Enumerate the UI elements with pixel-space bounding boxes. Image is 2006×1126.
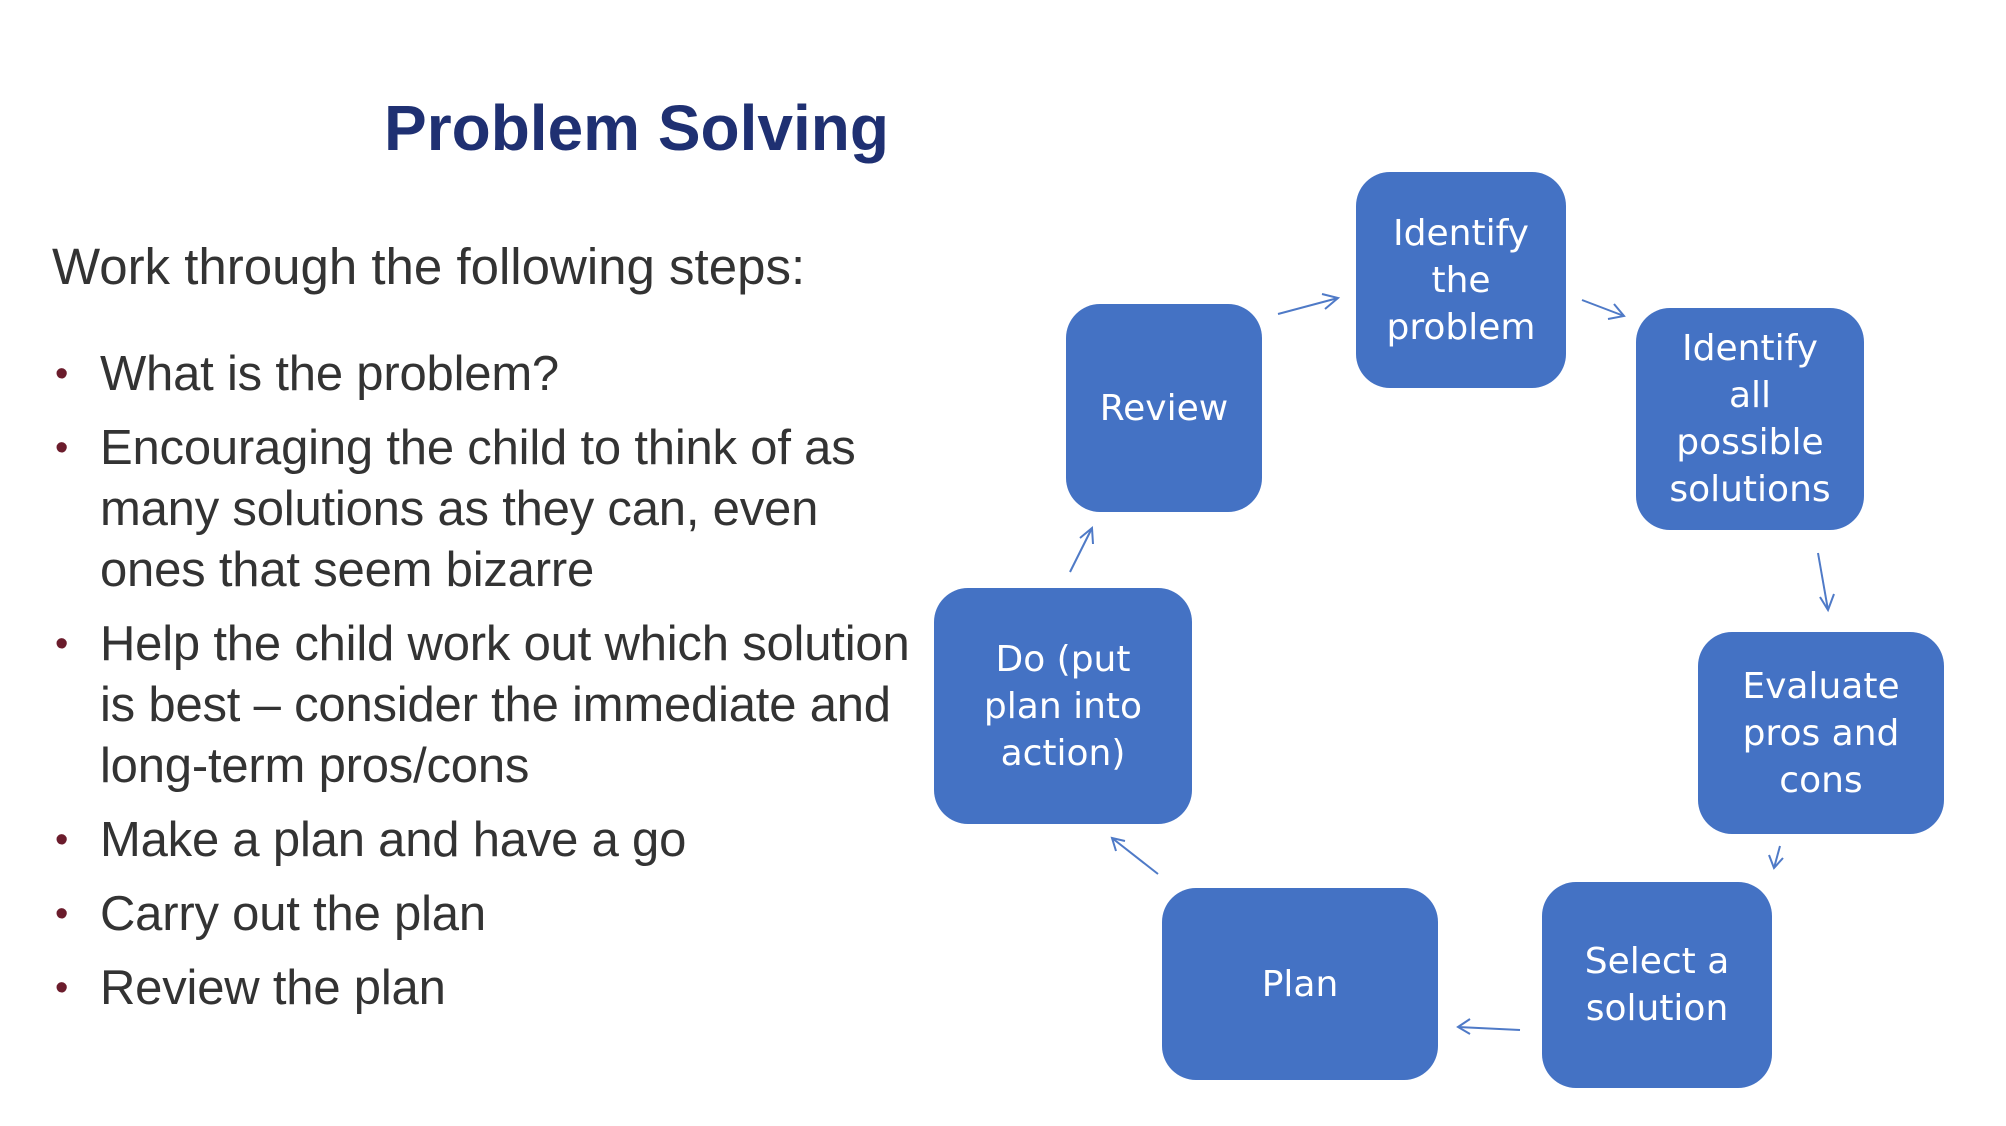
node-review: Review xyxy=(1066,304,1262,512)
node-identify-the-problem: Identify the problem xyxy=(1356,172,1566,388)
arrow-identify-solutions-to-evaluate xyxy=(1817,552,1835,613)
bullet-icon: • xyxy=(55,623,69,665)
bullet-icon: • xyxy=(55,967,69,1009)
step-text: Make a plan and have a go xyxy=(100,813,687,867)
node-evaluate-pros-and-cons: Evaluate pros and cons xyxy=(1698,632,1944,834)
steps-list-item: • Encouraging the child to think of as m… xyxy=(52,418,932,601)
step-text: Help the child work out which solution i… xyxy=(100,617,910,793)
bullet-icon: • xyxy=(55,893,69,935)
step-text: What is the problem? xyxy=(100,347,559,401)
step-text: Encouraging the child to think of as man… xyxy=(100,421,856,597)
arrow-select-to-plan xyxy=(1456,1018,1521,1035)
steps-list-item: • Help the child work out which solution… xyxy=(52,614,932,797)
steps-list: • What is the problem? • Encouraging the… xyxy=(52,344,932,1032)
step-text: Review the plan xyxy=(100,961,446,1015)
arrow-evaluate-to-select xyxy=(1768,845,1784,870)
bullet-icon: • xyxy=(55,427,69,469)
node-do-put-plan-into-action: Do (put plan into action) xyxy=(934,588,1192,824)
bullet-icon: • xyxy=(55,819,69,861)
arrow-plan-to-do xyxy=(1110,836,1159,875)
steps-list-item: • Carry out the plan xyxy=(52,884,932,945)
arrow-review-to-identify-problem xyxy=(1277,293,1341,315)
node-select-a-solution: Select a solution xyxy=(1542,882,1772,1088)
steps-list-item: • What is the problem? xyxy=(52,344,932,405)
steps-list-item: • Review the plan xyxy=(52,958,932,1019)
node-plan: Plan xyxy=(1162,888,1438,1080)
node-identify-all-possible-solutions: Identify all possible solutions xyxy=(1636,308,1864,530)
intro-text: Work through the following steps: xyxy=(52,238,806,295)
bullet-icon: • xyxy=(55,353,69,395)
step-text: Carry out the plan xyxy=(100,887,486,941)
slide-title: Problem Solving xyxy=(384,92,889,164)
arrow-do-to-review xyxy=(1069,525,1094,573)
arrow-identify-problem-to-identify-solutions xyxy=(1581,299,1626,320)
steps-list-item: • Make a plan and have a go xyxy=(52,810,932,871)
